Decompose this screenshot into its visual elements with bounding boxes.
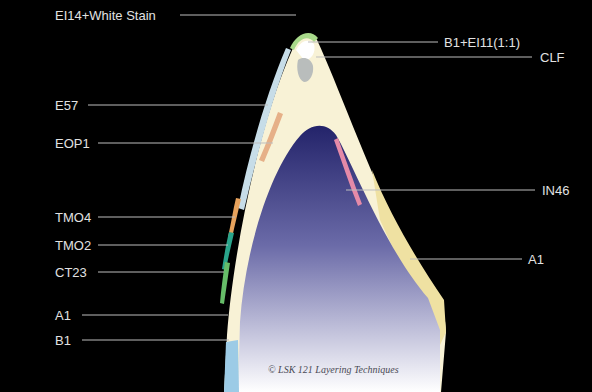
clf-layer	[296, 41, 315, 60]
b1-ei11-layer	[297, 58, 313, 82]
e57-layer	[238, 48, 291, 210]
layer-label: A1	[55, 308, 71, 323]
layer-label: CLF	[540, 50, 565, 65]
in46-layer	[334, 138, 362, 206]
layer-label: CT23	[55, 265, 87, 280]
layer-label: IN46	[542, 183, 569, 198]
layer-label: EOP1	[55, 136, 90, 151]
eop1-layer	[259, 112, 283, 162]
layer-label: TMO2	[55, 238, 91, 253]
watermark: © LSK 121 Layering Techniques	[268, 364, 399, 376]
layer-label: TMO4	[55, 210, 91, 225]
leader-lines	[82, 15, 535, 340]
b1-layer	[224, 340, 239, 392]
tooth-outline	[224, 34, 446, 392]
tmo4-layer	[228, 198, 241, 238]
layer-label: E57	[55, 98, 78, 113]
layer-label: B1+EI11(1:1)	[444, 35, 520, 50]
layer-label: EI14+White Stain	[55, 8, 156, 23]
layer-label: B1	[55, 333, 71, 348]
dentin-core	[238, 126, 440, 392]
ct23-layer	[220, 262, 230, 304]
layer-label: A1	[528, 252, 544, 267]
